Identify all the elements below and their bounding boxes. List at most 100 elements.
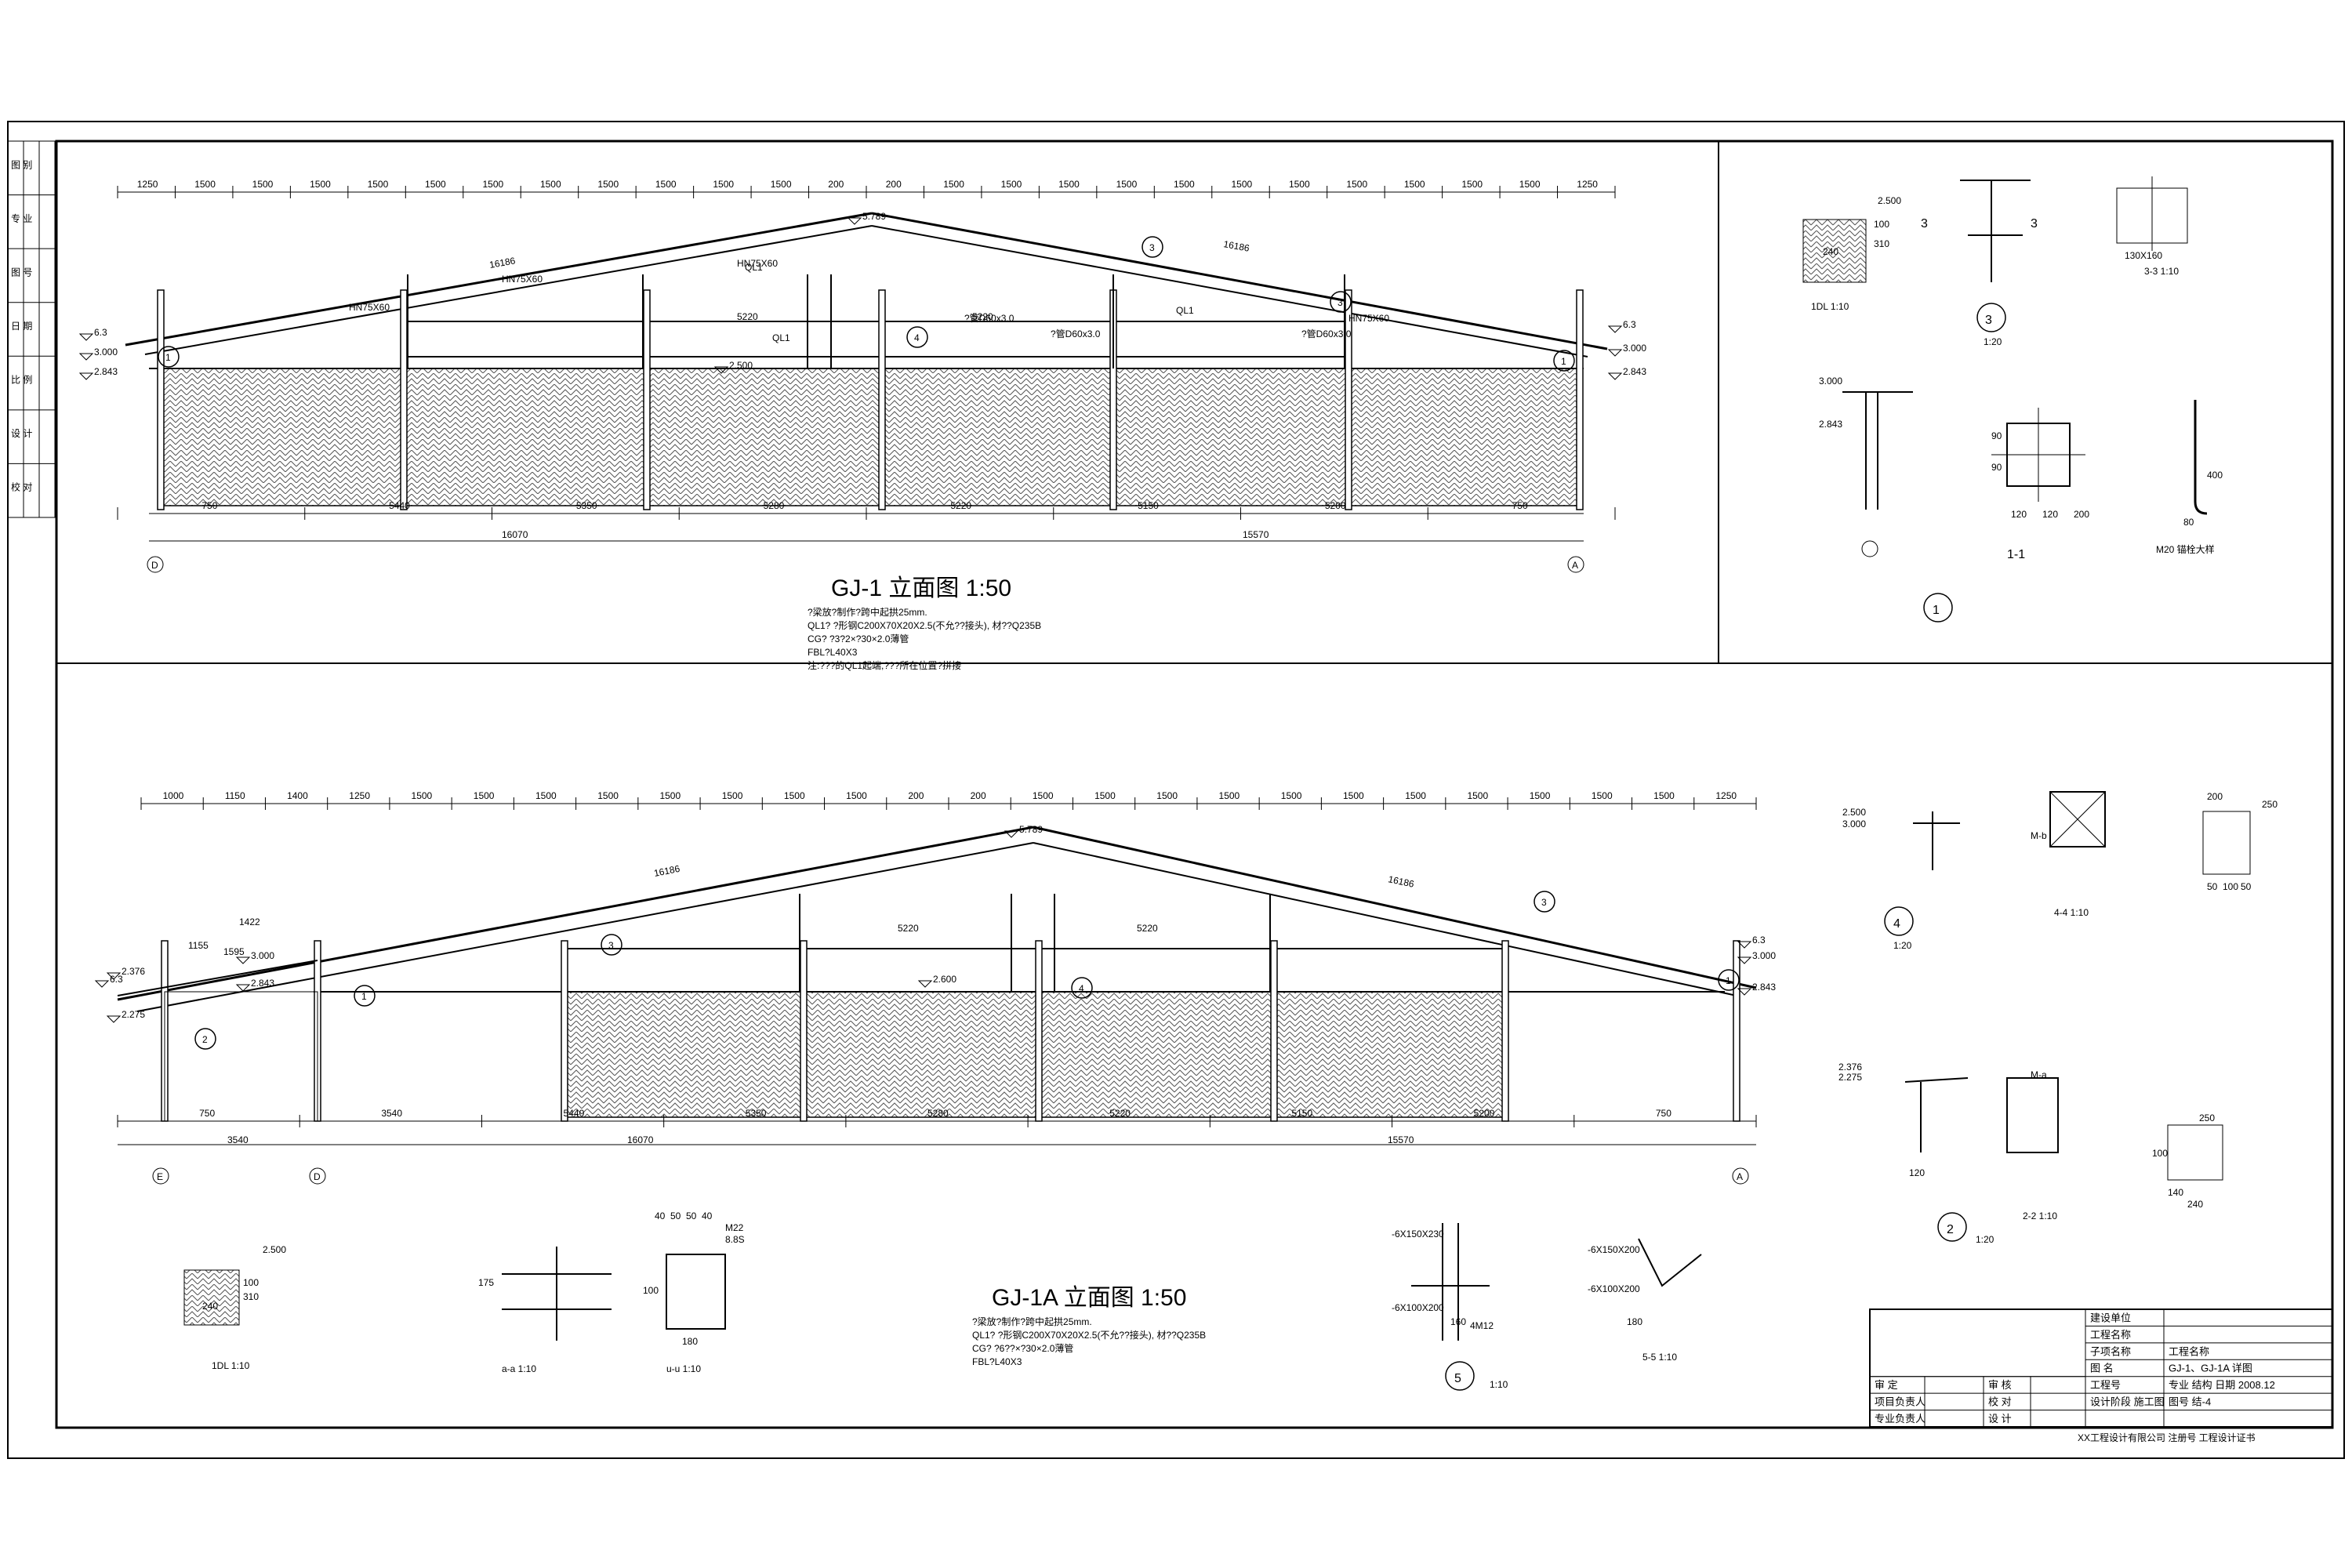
dimension-label: 5280: [764, 500, 785, 511]
steel-column: [878, 289, 886, 510]
detail-2-dim-c: 140: [2168, 1187, 2183, 1198]
detail-3-plate-size: 130X160: [2125, 250, 2162, 261]
splice-dim-c: 50: [670, 1210, 681, 1221]
splice-bolt-size: M22: [725, 1222, 744, 1233]
detail-4-scale: 1:20: [1893, 940, 1912, 951]
dimension-label: 5440: [564, 1108, 585, 1119]
detail-2-dim-d: 240: [2187, 1199, 2203, 1210]
roof-slope-right-inner-gj1a: [1033, 842, 1737, 996]
dimension-label: 1500: [1219, 790, 1240, 801]
dimension-label: 1500: [194, 179, 216, 190]
roof-slope-right-gj1a: [1033, 826, 1757, 989]
member-label: ?管D60x3.0: [1301, 328, 1352, 339]
dimension-label: 5350: [576, 500, 597, 511]
dimension-label: 750: [1656, 1108, 1671, 1119]
detail-4-mark: 4: [1893, 917, 1900, 931]
slope-length-right-gj1a: 16186: [1387, 873, 1415, 890]
dimension-label: 750: [201, 500, 217, 511]
dimension-label: 5220: [950, 500, 971, 511]
detail-4-dim-e: 50: [2241, 881, 2252, 892]
detail-5: -6X150X230 -6X100X200 -6X150X200 -6X100X…: [1392, 1223, 1702, 1391]
bl-1dl-width: 240: [202, 1301, 218, 1312]
title-block-cell: 项目负责人: [1875, 1396, 1926, 1408]
detail-4: 2.500 3.000 4 1:20 M-b 4-4 1:10 200 250 …: [1842, 791, 2278, 951]
detail-4-plate-mark: M-b: [2031, 830, 2047, 841]
member-label: HN75X60: [349, 302, 390, 313]
title-block-cell: 子项名称: [2090, 1345, 2131, 1357]
total-dim-d-mid: 16070: [627, 1134, 654, 1145]
steel-column: [643, 289, 651, 510]
roof-slope-left-inner-gj1a: [136, 842, 1034, 1012]
total-dim-e-d: 3540: [227, 1134, 249, 1145]
slope-length-right: 16186: [1222, 238, 1250, 254]
elevation-mark: 3.000: [1752, 950, 1776, 961]
detail-5-dim-b: 180: [1627, 1316, 1642, 1327]
dimension-label: 1500: [1058, 179, 1080, 190]
member-label: QL1: [772, 332, 790, 343]
roof-slope-right-inner: [871, 225, 1588, 358]
dimension-label: 1500: [1461, 179, 1483, 190]
detail-2-dim-b: 250: [2199, 1112, 2215, 1123]
splice-label-a: a-a 1:10: [502, 1363, 536, 1374]
title-block-cell: 审 核: [1988, 1379, 2012, 1391]
axis-label-d: D: [151, 560, 158, 571]
detail-2-elev-a: 2.376: [1838, 1062, 1862, 1073]
dimension-label: 1500: [252, 179, 274, 190]
dimension-label: 5200: [1474, 1108, 1495, 1119]
elevation-mark: 2.843: [1623, 366, 1646, 377]
detail-5-plate-d: -6X100X200: [1588, 1283, 1640, 1294]
dimension-label: 5150: [1138, 500, 1159, 511]
member-label: HN75X60: [502, 274, 543, 285]
eave-length-gj1a: 1422: [239, 916, 260, 927]
detail-marker: 4: [1079, 983, 1084, 994]
detail-1dl-height-top: 100: [1874, 219, 1889, 230]
axis-bubble-d: [147, 556, 164, 573]
total-dim-right: 15570: [1243, 529, 1269, 540]
inner-span-left: 5220: [737, 311, 758, 322]
bl-1dl-label: 1DL 1:10: [212, 1360, 250, 1371]
title-block-cell: 专业 结构 日期 2008.12: [2169, 1379, 2275, 1391]
detail-marker: 3: [1149, 242, 1155, 253]
dimension-label: 1500: [1405, 790, 1426, 801]
note-line: FBL?L40X3: [808, 647, 858, 658]
detail-2-elev-b: 2.275: [1838, 1072, 1862, 1083]
dimension-label: 1500: [1343, 790, 1364, 801]
splice-dim-f: 100: [643, 1285, 659, 1296]
total-dim-mid-a: 15570: [1388, 1134, 1414, 1145]
notes-gj1: ?梁放?制作?跨中起拱25mm.QL1? ?形钢C200X70X20X2.5(不…: [808, 606, 1041, 671]
title-block-cell: 校 对: [1988, 1396, 2012, 1408]
note-line: CG? ?6??×?30×2.0薄管: [972, 1342, 1073, 1354]
dimension-label: 200: [828, 179, 844, 190]
detail-3-section-label: 3-3 1:10: [2144, 266, 2179, 277]
steel-column: [1035, 940, 1043, 1122]
elevation-mark: 5.789: [862, 211, 886, 222]
steel-column: [400, 289, 408, 510]
detail-2-mark: 2: [1947, 1223, 1954, 1236]
detail-marker: 1: [165, 352, 171, 363]
detail-1-section-label: 1-1: [2007, 548, 2025, 561]
steel-column: [561, 940, 568, 1122]
detail-1: 3.000 2.843 120 120 200 90 90 1-1 400 80…: [1819, 376, 2223, 622]
elevation-mark: 3.000: [1623, 343, 1646, 354]
member-label: ?管D60x3.0: [1051, 328, 1101, 339]
title-block-cell: 图号 结-4: [2169, 1396, 2211, 1408]
title-block-cell: 设 计: [1988, 1413, 2012, 1425]
elevation-mark: 2.376: [122, 966, 145, 977]
elevation-mark: 3.000: [94, 347, 118, 358]
eave-length-3-gj1a: 1595: [223, 946, 245, 957]
detail-2-scale: 1:20: [1976, 1234, 1994, 1245]
side-strip-label: 图 别: [11, 159, 32, 170]
dimension-label: 1500: [1116, 179, 1138, 190]
elevation-mark: 6.3: [94, 327, 107, 338]
title-block-cell: 建设单位: [2090, 1312, 2131, 1323]
detail-1-elev-b: 2.843: [1819, 419, 1842, 430]
side-strip: 图 别专 业图 号日 期比 例设 计校 对: [7, 140, 56, 518]
dimension-label: 1500: [1592, 790, 1613, 801]
dimension-label: 1500: [1156, 790, 1178, 801]
detail-1dl-elev-top: 2.500: [1878, 195, 1901, 206]
detail-marker: 3: [608, 940, 614, 951]
